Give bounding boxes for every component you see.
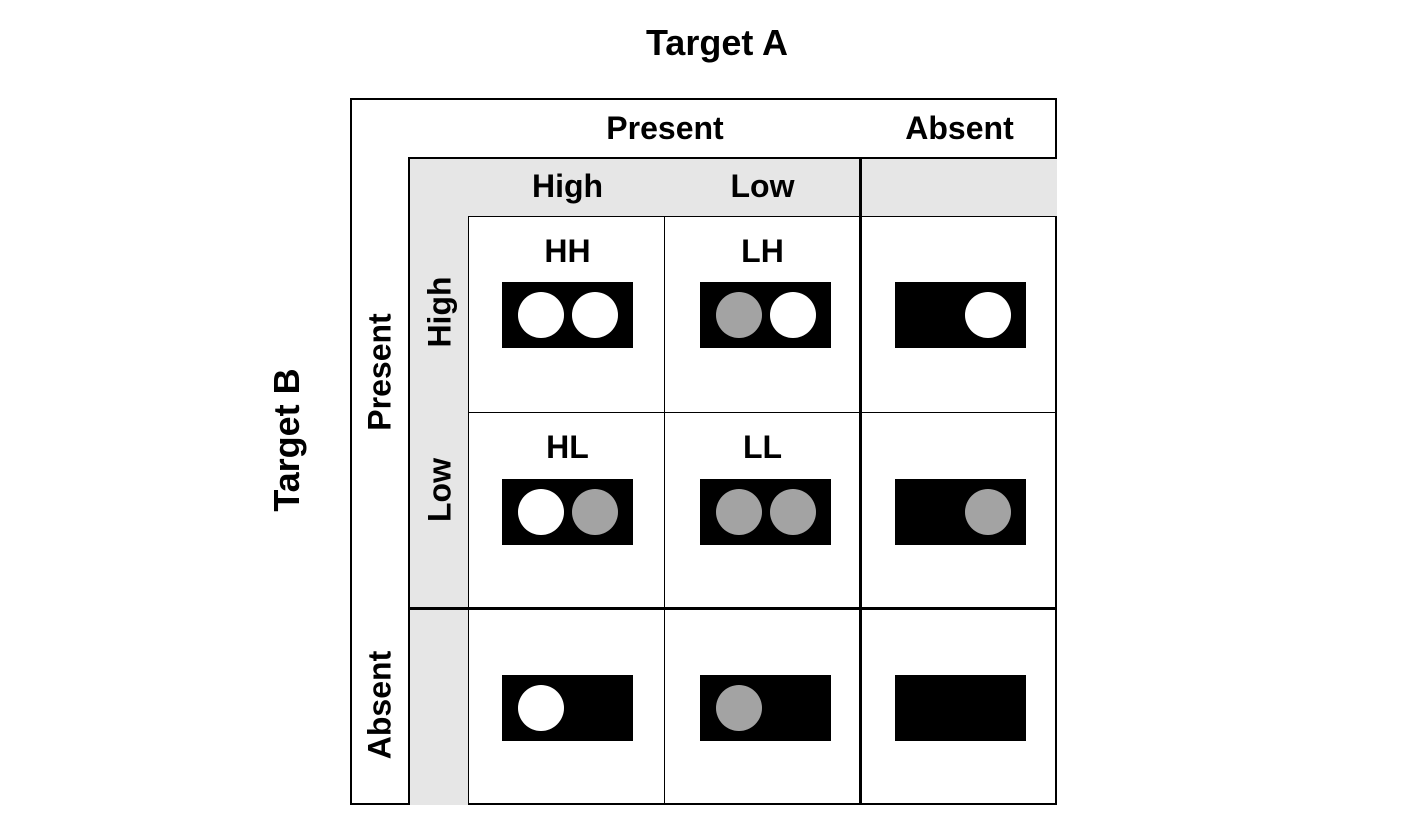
grid-line	[468, 412, 1057, 413]
stimulus-high-a-absent-b	[502, 675, 633, 741]
grid-divider-thick	[859, 157, 862, 805]
grid-line	[664, 216, 665, 805]
grid-divider-thick	[408, 607, 1057, 610]
cell-label-ll: LL	[742, 429, 783, 465]
cell-label-lh: LH	[741, 233, 784, 269]
row-header-absent: Absent	[361, 650, 398, 760]
row-header-present: Present	[361, 313, 398, 431]
circle-low-icon	[716, 685, 762, 731]
circle-high-icon	[572, 292, 618, 338]
stimulus-ll	[700, 479, 831, 545]
cell-label-hl: HL	[546, 429, 589, 465]
stimulus-hl	[502, 479, 633, 545]
circle-low-icon	[770, 489, 816, 535]
stimulus-hh	[502, 282, 633, 348]
target-b-title: Target B	[266, 368, 307, 512]
circle-high-icon	[770, 292, 816, 338]
outer-frame	[350, 98, 1057, 805]
col-subheader-band	[410, 158, 1057, 216]
stimulus-lh	[700, 282, 831, 348]
row-subheader-low: Low	[421, 458, 458, 522]
target-a-title: Target A	[645, 22, 788, 63]
circle-high-icon	[965, 292, 1011, 338]
stimulus-absent-a-high-b	[895, 282, 1026, 348]
circle-low-icon	[716, 489, 762, 535]
circle-low-icon	[716, 292, 762, 338]
grid-line	[468, 216, 469, 805]
col-header-absent: Absent	[905, 110, 1014, 146]
row-subheader-band	[410, 158, 468, 805]
circle-low-icon	[572, 489, 618, 535]
row-subheader-high: High	[421, 276, 458, 348]
circle-high-icon	[518, 685, 564, 731]
col-subheader-high: High	[531, 168, 604, 204]
cell-label-hh: HH	[544, 233, 591, 269]
grid-line	[408, 157, 1057, 159]
circle-high-icon	[518, 292, 564, 338]
col-subheader-low: Low	[730, 168, 795, 204]
grid-line	[468, 216, 1057, 217]
stimulus-absent-both	[895, 675, 1026, 741]
circle-low-icon	[965, 489, 1011, 535]
stimulus-low-a-absent-b	[700, 675, 831, 741]
col-header-present: Present	[606, 110, 724, 146]
stimulus-absent-a-low-b	[895, 479, 1026, 545]
circle-high-icon	[518, 489, 564, 535]
grid-line	[408, 157, 410, 805]
